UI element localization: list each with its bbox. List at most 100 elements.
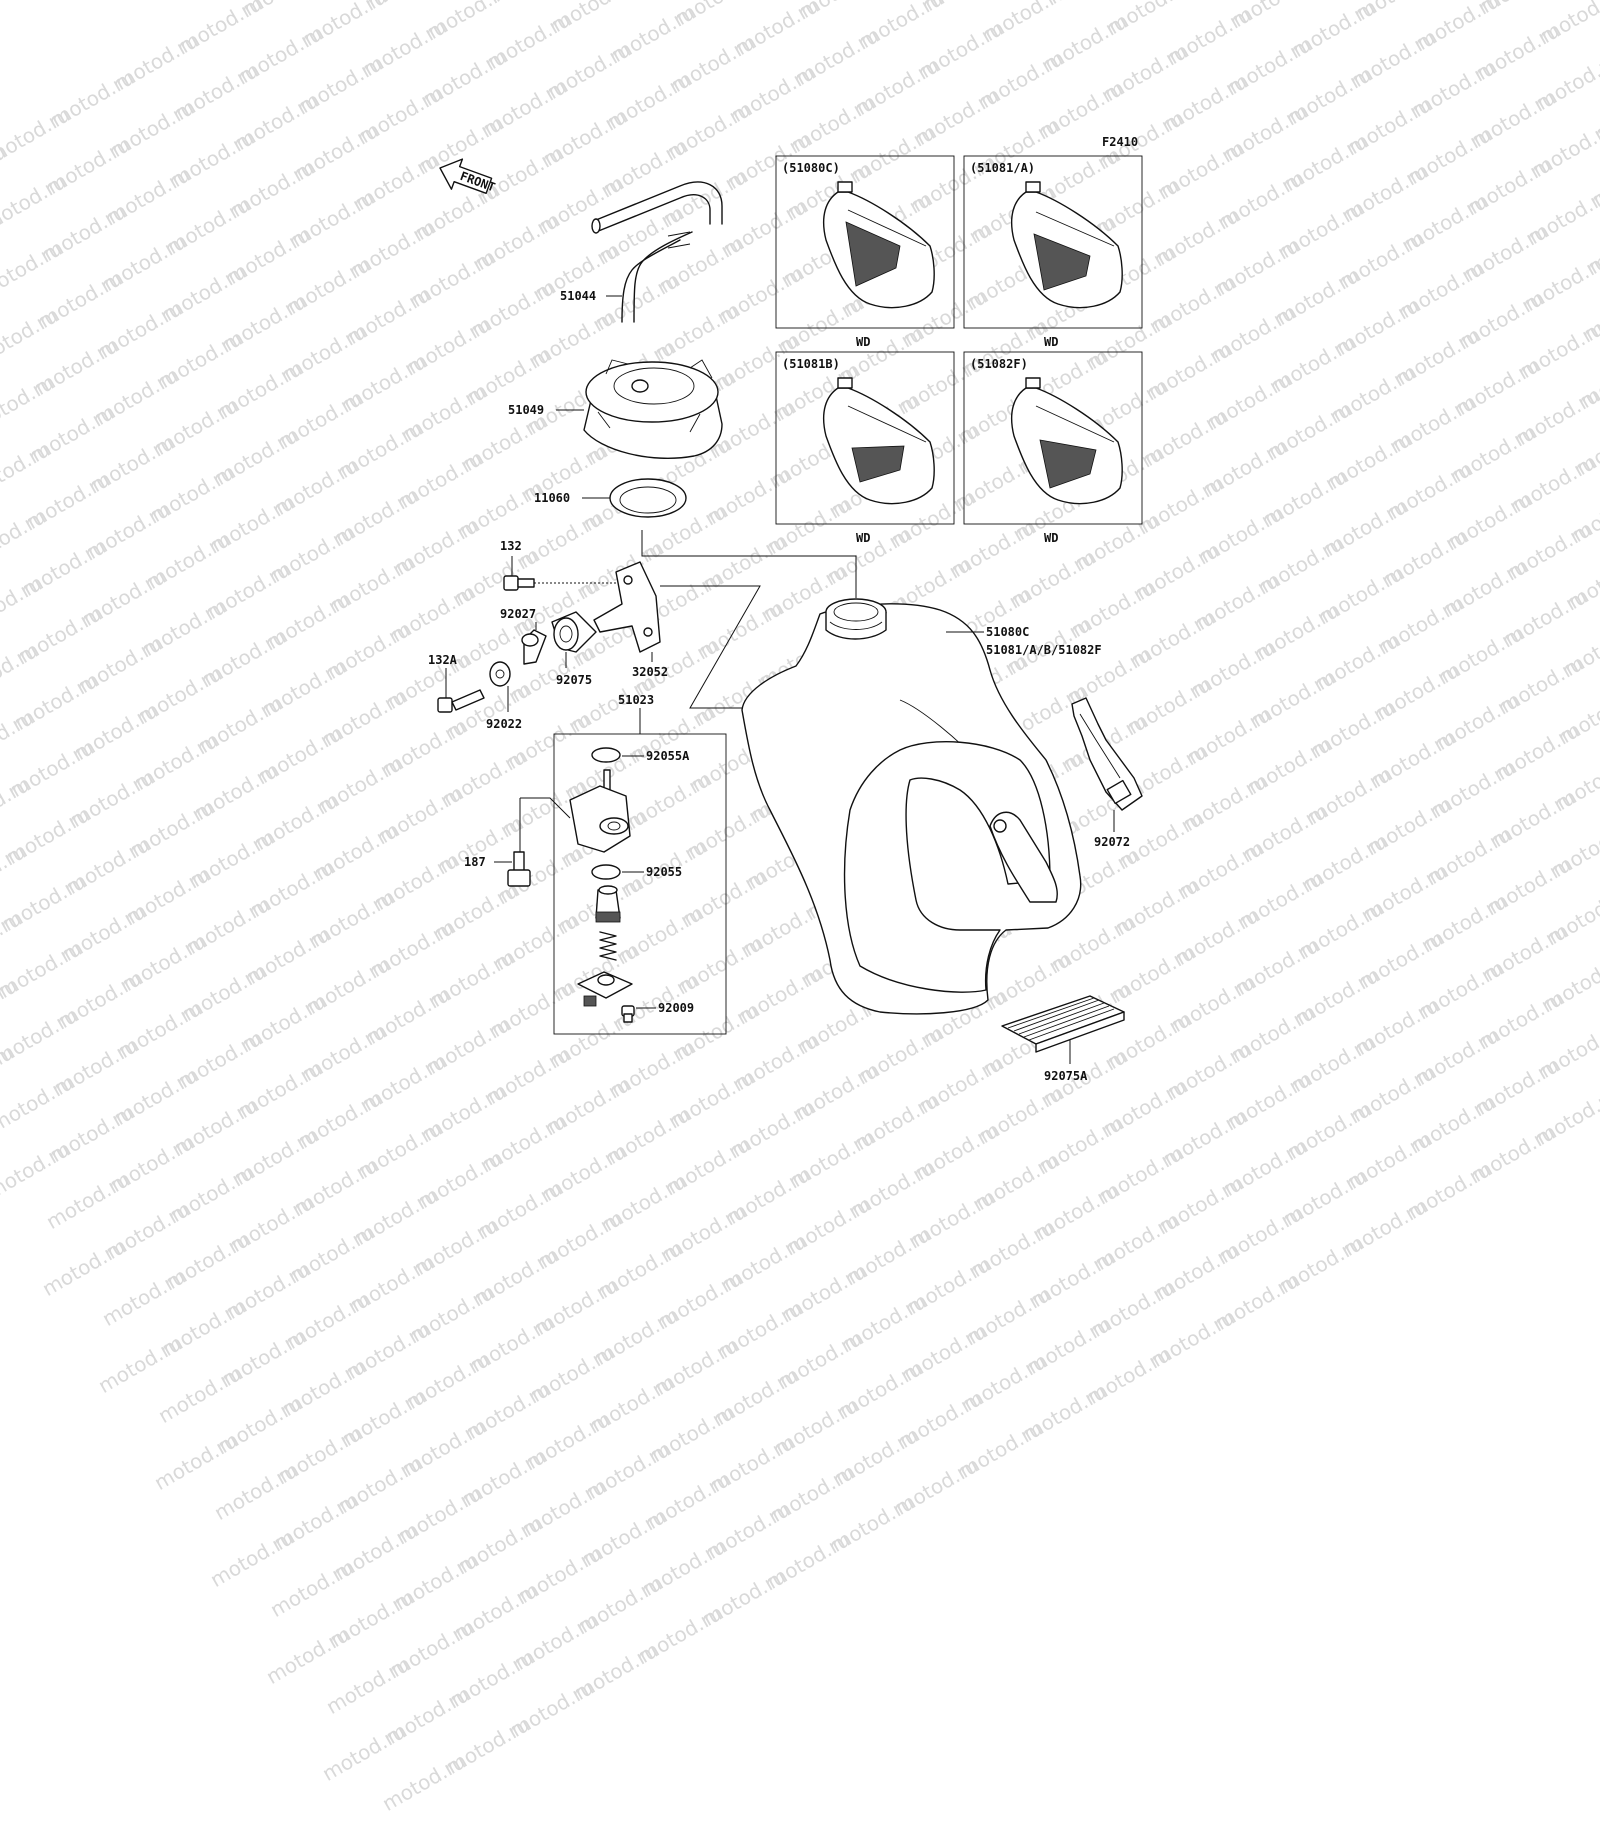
- watermark-text: motod.ru: [510, 1608, 601, 1675]
- watermark-text: motod.ru: [378, 1749, 469, 1816]
- variant-label-4: WD: [1044, 531, 1058, 545]
- watermark-text: motod.ru: [390, 1548, 481, 1615]
- watermark-text: motod.ru: [394, 1481, 485, 1548]
- watermark-text: motod.ru: [266, 1555, 357, 1622]
- watermark-text: motod.ru: [715, 1296, 806, 1363]
- figure-code: F2410: [1102, 135, 1138, 149]
- watermark-text: motod.ru: [206, 1525, 297, 1592]
- variant-code-2: (51081/A): [970, 161, 1035, 175]
- watermark-text: motod.ru: [526, 1340, 617, 1407]
- part-label-pad: 92075A: [1044, 1069, 1088, 1083]
- watermark-text: motod.ru: [1083, 1342, 1174, 1409]
- watermark-text: motod.ru: [967, 1215, 1058, 1282]
- watermark-text: motod.ru: [899, 1319, 990, 1386]
- variant-code-3: (51081B): [782, 357, 840, 371]
- watermark-text: motod.ru: [1023, 1312, 1114, 1379]
- watermark-text: motod.ru: [454, 1511, 545, 1578]
- watermark-text: motod.ru: [410, 1213, 501, 1280]
- watermark-text: motod.ru: [578, 1504, 669, 1571]
- watermark-text: motod.ru: [955, 1416, 1046, 1483]
- part-label-bolt-187: 187: [464, 855, 486, 869]
- watermark-text: motod.ru: [334, 1451, 425, 1518]
- watermark-text: motod.ru: [402, 1347, 493, 1414]
- tank-variant-icon-2: [1012, 182, 1123, 308]
- watermark-text: motod.ru: [711, 1363, 802, 1430]
- watermark-text: motod.ru: [570, 1638, 661, 1705]
- watermark-text: motod.ru: [322, 1652, 413, 1719]
- watermark-text: motod.ru: [775, 1326, 866, 1393]
- watermark-text: motod.ru: [586, 1370, 677, 1437]
- watermark-text: motod.ru: [38, 1234, 129, 1301]
- fuel-cap-icon: [584, 360, 722, 458]
- watermark-text: motod.ru: [655, 1266, 746, 1333]
- watermark-text: motod.ru: [154, 1361, 245, 1428]
- variant-box-2: (51081/A) WD: [964, 156, 1142, 349]
- watermark-text: motod.ru: [346, 1250, 437, 1317]
- watermark-text: motod.ru: [843, 1222, 934, 1289]
- watermark-text: motod.ru: [286, 1220, 377, 1287]
- parts-diagram: F2410 FRONT (51080C) WD (51081/A) WD (51…: [0, 0, 1600, 1200]
- watermark-text: motod.ru: [466, 1310, 557, 1377]
- watermark-text: motod.ru: [835, 1356, 926, 1423]
- watermark-text: motod.ru: [963, 1282, 1054, 1349]
- watermark-text: motod.ru: [386, 1615, 477, 1682]
- watermark-text: motod.ru: [719, 1229, 810, 1296]
- watermark-text: motod.ru: [831, 1423, 922, 1490]
- watermark-text: motod.ru: [839, 1289, 930, 1356]
- watermark-text: motod.ru: [590, 1303, 681, 1370]
- watermark-text: motod.ru: [158, 1294, 249, 1361]
- part-label-bolt-132: 132: [500, 539, 522, 553]
- fuel-cock-assy-box: [554, 734, 726, 1034]
- variant-box-3: (51081B) WD: [776, 352, 954, 545]
- watermark-text: motod.ru: [574, 1571, 665, 1638]
- washer-icon: [490, 662, 510, 686]
- part-label-gasket: 11060: [534, 491, 570, 505]
- watermark-text: motod.ru: [382, 1682, 473, 1749]
- bolt-132a-icon: [438, 690, 484, 712]
- valve-icon: [596, 886, 620, 922]
- watermark-text: motod.ru: [638, 1534, 729, 1601]
- part-label-fuel-cock-assy: 51023: [618, 693, 654, 707]
- spring-icon: [600, 932, 616, 960]
- part-label-band: 92072: [1094, 835, 1130, 849]
- watermark-text: motod.ru: [779, 1259, 870, 1326]
- watermark-text: motod.ru: [462, 1377, 553, 1444]
- part-label-tank-2: 51081/A/B/51082F: [986, 643, 1102, 657]
- watermark-text: motod.ru: [338, 1384, 429, 1451]
- watermark-text: motod.ru: [94, 1331, 185, 1398]
- breather-hose-icon: [592, 182, 722, 322]
- watermark-text: motod.ru: [342, 1317, 433, 1384]
- tank-variant-icon-3: [824, 378, 935, 504]
- watermark-text: motod.ru: [442, 1712, 533, 1779]
- watermark-text: motod.ru: [278, 1354, 369, 1421]
- variant-box-1: (51080C) WD: [776, 156, 954, 349]
- watermark-text: motod.ru: [318, 1719, 409, 1786]
- part-label-oring: 92055: [646, 865, 682, 879]
- watermark-text: motod.ru: [98, 1264, 189, 1331]
- watermark-text: motod.ru: [702, 1497, 793, 1564]
- variant-box-4: (51082F) WD: [964, 352, 1142, 545]
- watermark-text: motod.ru: [214, 1391, 305, 1458]
- part-label-screw: 92009: [658, 1001, 694, 1015]
- gasket-icon: [610, 479, 686, 517]
- watermark-text: motod.ru: [210, 1458, 301, 1525]
- oring-92055a-icon: [592, 748, 620, 762]
- watermark-text: motod.ru: [1211, 1268, 1302, 1335]
- watermark-text: motod.ru: [330, 1518, 421, 1585]
- watermark-text: motod.ru: [518, 1474, 609, 1541]
- watermark-text: motod.ru: [1147, 1305, 1238, 1372]
- part-label-hose: 51044: [560, 289, 596, 303]
- watermark-text: motod.ru: [506, 1675, 597, 1742]
- watermark-text: motod.ru: [102, 1197, 193, 1264]
- collar-icon: [522, 630, 546, 664]
- watermark-text: motod.ru: [1275, 1231, 1366, 1298]
- watermark-text: motod.ru: [406, 1280, 497, 1347]
- watermark-text: motod.ru: [218, 1324, 309, 1391]
- watermark-text: motod.ru: [783, 1192, 874, 1259]
- watermark-text: motod.ru: [895, 1386, 986, 1453]
- watermark-text: motod.ru: [1087, 1275, 1178, 1342]
- watermark-text: motod.ru: [530, 1273, 621, 1340]
- oring-92055-icon: [592, 865, 620, 879]
- watermark-text: motod.ru: [891, 1453, 982, 1520]
- screw-92009-icon: [622, 1006, 634, 1022]
